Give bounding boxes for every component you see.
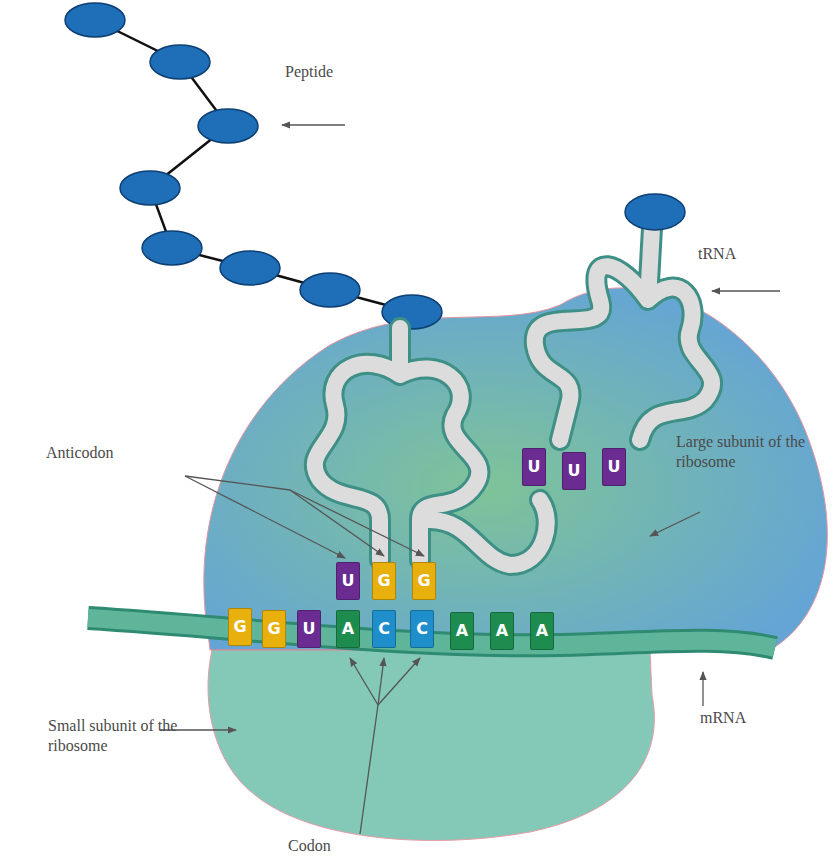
base-letter: A <box>342 621 354 637</box>
peptide-label: Peptide <box>285 62 333 82</box>
nucleotide-tile: G <box>262 610 286 648</box>
nucleotide-tile: G <box>412 562 436 600</box>
nucleotide-tile: U <box>297 610 321 648</box>
nucleotide-tile: C <box>372 610 396 648</box>
base-letter: U <box>528 459 541 475</box>
base-letter: U <box>608 459 621 475</box>
nucleotide-tile: U <box>562 452 586 490</box>
large-subunit-label: Large subunit of the ribosome <box>676 432 806 472</box>
large-subunit <box>204 288 827 650</box>
trna-molecule <box>315 328 547 565</box>
nucleotide-tile: A <box>490 612 514 650</box>
small-subunit-label: Small subunit of the ribosome <box>48 716 178 756</box>
nucleotide-tile: A <box>530 612 554 650</box>
base-letter: A <box>496 623 508 639</box>
base-letter: G <box>233 619 246 635</box>
base-letter: C <box>378 621 390 637</box>
base-letter: G <box>377 573 390 589</box>
codon-label: Codon <box>288 836 331 856</box>
nucleotide-tile: U <box>336 562 360 600</box>
base-letter: U <box>568 463 581 479</box>
peptide-chain <box>65 3 442 329</box>
base-letter: A <box>456 623 468 639</box>
base-letter: U <box>303 621 316 637</box>
nucleotide-tile: A <box>336 610 360 648</box>
nucleotide-tile: U <box>522 448 546 486</box>
anticodon-label: Anticodon <box>46 443 114 463</box>
leader-lines <box>160 125 780 834</box>
base-letter: U <box>342 573 355 589</box>
nucleotide-tile: G <box>372 562 396 600</box>
nucleotide-tile: U <box>602 448 626 486</box>
nucleotide-tile: G <box>228 608 252 646</box>
trna-label: tRNA <box>698 244 736 264</box>
base-letter: G <box>267 621 280 637</box>
base-letter: C <box>416 621 428 637</box>
nucleotide-tile: A <box>450 612 474 650</box>
trna-molecule <box>535 194 712 440</box>
base-letter: A <box>536 623 548 639</box>
nucleotide-tile: C <box>410 610 434 648</box>
mrna-label: mRNA <box>700 708 746 728</box>
base-letter: G <box>417 573 430 589</box>
small-subunit <box>208 650 654 840</box>
